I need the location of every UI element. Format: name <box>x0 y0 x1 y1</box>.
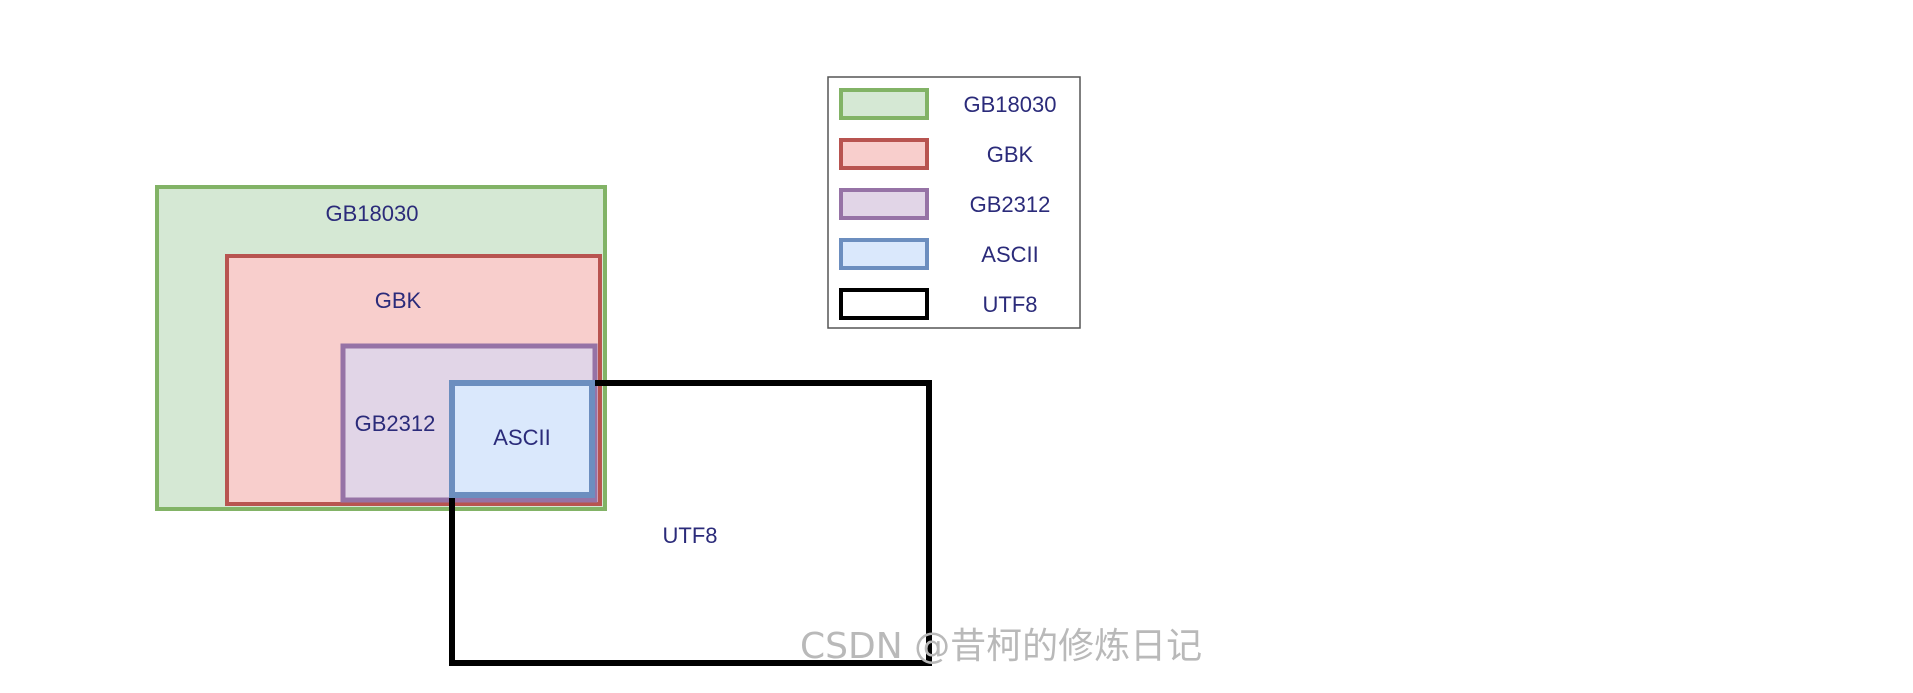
gb2312-box-label: GB2312 <box>355 411 436 436</box>
legend-item-ascii: ASCII <box>839 238 1039 270</box>
legend-item-gbk: GBK <box>839 138 1034 170</box>
utf8-box <box>449 380 932 666</box>
legend-swatch-gb18030 <box>839 88 929 120</box>
legend-label-utf8: UTF8 <box>983 292 1038 317</box>
legend-swatch-ascii <box>839 238 929 270</box>
legend-swatch-gb2312 <box>839 188 929 220</box>
gbk-box-label: GBK <box>375 288 422 313</box>
legend-label-ascii: ASCII <box>981 242 1038 267</box>
watermark: CSDN @昔柯的修炼日记 <box>800 626 1202 667</box>
utf8-box-label: UTF8 <box>663 523 718 548</box>
gb18030-box-label: GB18030 <box>326 201 419 226</box>
legend-item-gb18030: GB18030 <box>839 88 1057 120</box>
legend-swatch-gbk <box>839 138 929 170</box>
legend-item-gb2312: GB2312 <box>839 188 1051 220</box>
legend-swatch-utf8 <box>839 288 929 320</box>
ascii-box-label: ASCII <box>493 425 550 450</box>
legend: GB18030 GBK GB2312 ASCII UTF8 <box>827 76 1081 329</box>
legend-item-utf8: UTF8 <box>839 288 1038 320</box>
legend-label-gb2312: GB2312 <box>970 192 1051 217</box>
legend-label-gb18030: GB18030 <box>964 92 1057 117</box>
ascii-box <box>449 380 595 498</box>
legend-label-gbk: GBK <box>987 142 1034 167</box>
